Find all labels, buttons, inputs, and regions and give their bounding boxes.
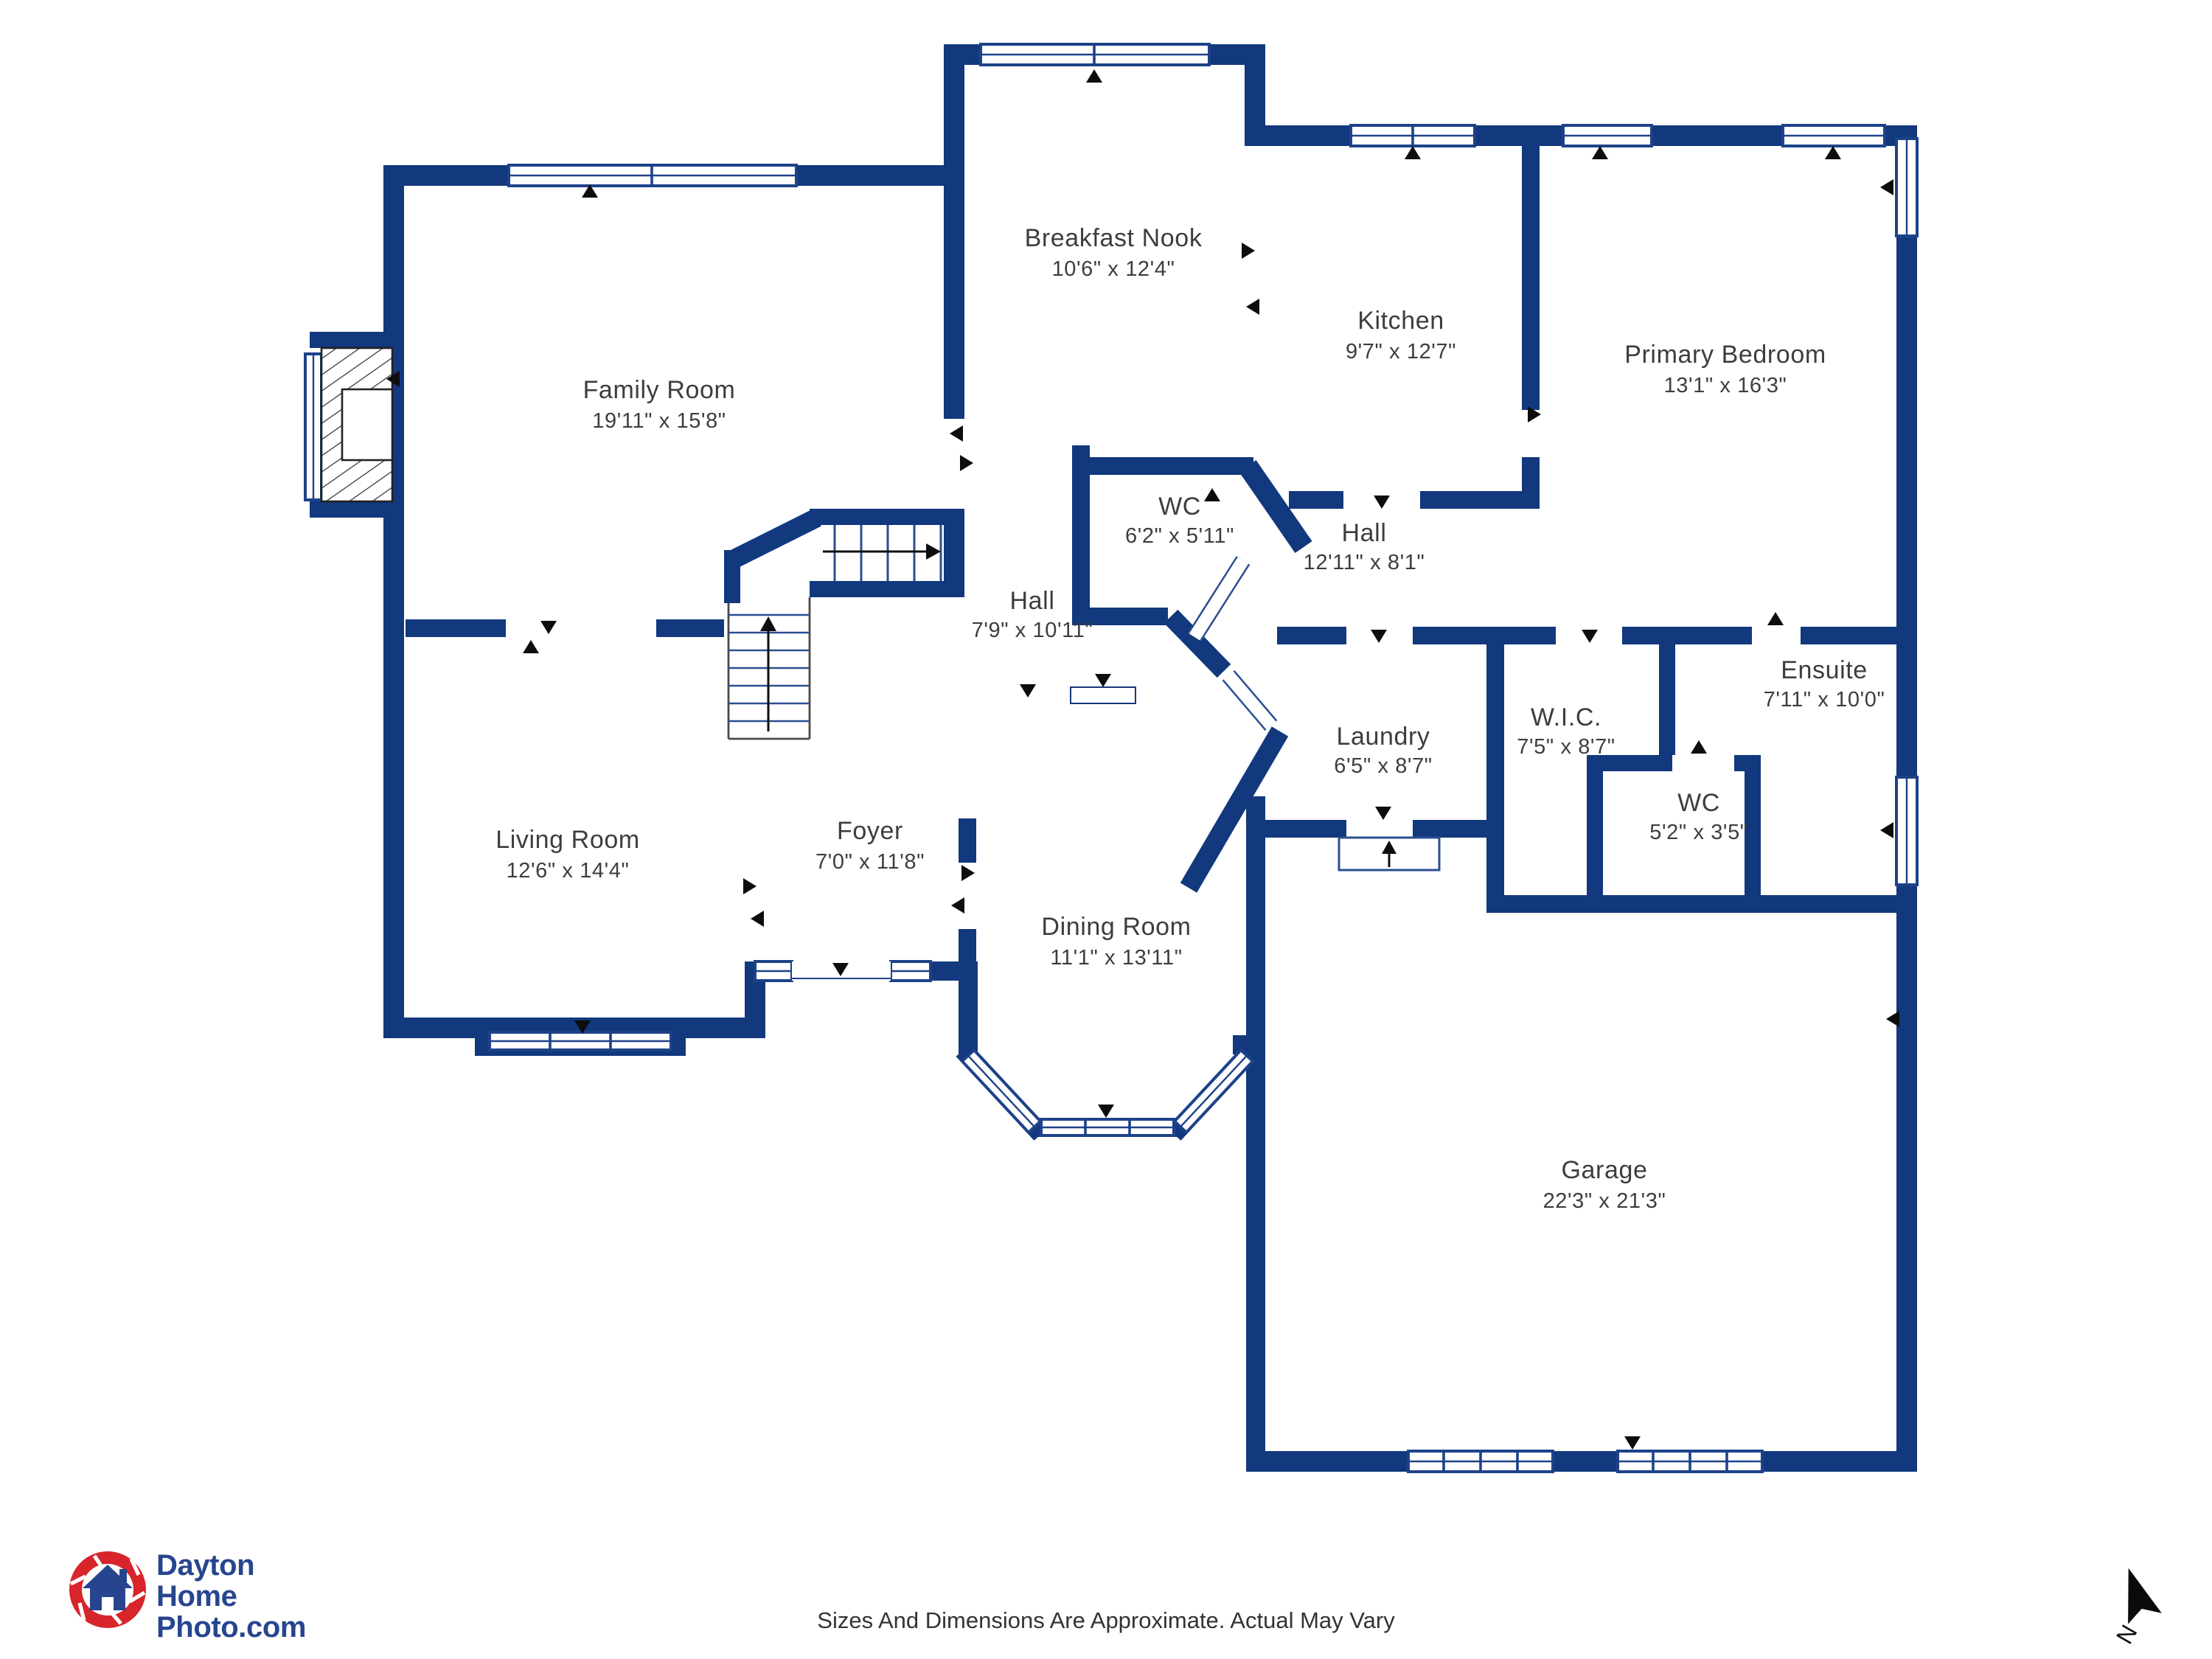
window-ensuite-right [1895,776,1919,886]
door-leaves [1070,556,1278,731]
room-dims: 10'6" x 12'4" [1052,257,1175,281]
logo-shutter-icon [69,1551,146,1628]
window-nook-top [979,43,1211,66]
garage-entry-landing [1338,836,1441,872]
room-name: Dining Room [1041,913,1191,941]
room-dims: 7'9" x 10'11" [972,619,1093,642]
window-garage-2 [1616,1450,1764,1473]
room-label-living-room: Living Room 12'6" x 14'4" [495,826,640,883]
window-kitchen-top [1349,124,1476,147]
room-label-garage: Garage 22'3" x 21'3" [1543,1156,1666,1213]
room-name: WC [1677,789,1720,817]
room-label-breakfast-nook: Breakfast Nook 10'6" x 12'4" [1025,224,1203,281]
room-dims: 7'11" x 10'0" [1764,688,1885,712]
window-garage-1 [1407,1450,1554,1473]
room-dims: 6'2" x 5'11" [1125,524,1234,548]
room-dims: 11'1" x 13'11" [1050,946,1182,970]
room-name: W.I.C. [1531,703,1601,731]
room-dims: 22'3" x 21'3" [1543,1189,1666,1213]
room-name: Family Room [583,376,736,404]
room-name: Living Room [495,826,640,854]
room-name: Garage [1561,1156,1647,1184]
window-foyer-sidelight-1 [754,960,793,982]
room-dims: 12'6" x 14'4" [507,859,630,883]
room-name: Breakfast Nook [1025,224,1203,252]
windows [304,43,1919,1473]
window-family-top [507,164,798,187]
window-primary-right [1895,137,1919,237]
logo-line-1: Dayton [156,1549,254,1582]
room-dims: 19'11" x 15'8" [592,409,726,433]
window-dining-bay-right [1172,1048,1255,1135]
logo-line-3: Photo.com [156,1611,306,1644]
room-dims: 9'7" x 12'7" [1346,340,1456,364]
disclaimer: Sizes And Dimensions Are Approximate. Ac… [817,1607,1395,1633]
room-name: Hall [1010,587,1055,615]
room-label-primary-bedroom: Primary Bedroom 13'1" x 16'3" [1624,341,1826,397]
room-name: WC [1158,493,1201,521]
room-name: Hall [1342,519,1387,547]
interior-walls [406,146,1917,961]
room-label-laundry: Laundry 6'5" x 8'7" [1334,723,1432,778]
window-dining-bay-center [1040,1118,1175,1137]
room-label-family-room: Family Room 19'11" x 15'8" [583,376,736,433]
room-dims: 7'0" x 11'8" [815,850,925,874]
room-label-ensuite: Ensuite 7'11" x 10'0" [1764,656,1885,712]
room-label-wic: W.I.C. 7'5" x 8'7" [1517,703,1615,759]
room-dims: 13'1" x 16'3" [1664,374,1787,397]
window-dining-bay-left [960,1048,1043,1135]
room-name: Primary Bedroom [1624,341,1826,369]
room-label-hall-main: Hall 12'11" x 8'1" [1304,519,1425,574]
room-name: Kitchen [1357,307,1444,335]
logo-line-2: Home [156,1580,237,1613]
room-labels: Breakfast Nook 10'6" x 12'4" Kitchen 9'7… [495,224,1885,1213]
room-label-wc-upper: WC 6'2" x 5'11" [1125,493,1234,548]
window-primary-top-2 [1781,124,1886,147]
window-foyer-sidelight-2 [889,960,932,982]
room-dims: 6'5" x 8'7" [1334,754,1432,778]
window-fireplace-side [304,352,323,501]
north-arrow: N [2111,1568,2162,1649]
room-dims: 5'2" x 3'5" [1649,821,1747,844]
room-label-dining-room: Dining Room 11'1" x 13'11" [1041,913,1191,970]
logo-house-icon [83,1565,133,1610]
logo: Dayton Home Photo.com [69,1549,306,1644]
room-label-kitchen: Kitchen 9'7" x 12'7" [1346,307,1456,364]
stairs [727,525,942,740]
room-label-wc-lower: WC 5'2" x 3'5" [1649,789,1747,844]
room-name: Ensuite [1781,656,1868,684]
room-name: Laundry [1336,723,1430,751]
room-dims: 7'5" x 8'7" [1517,735,1615,759]
fireplace [310,332,394,518]
north-label: N [2111,1620,2143,1648]
room-label-foyer: Foyer 7'0" x 11'8" [815,817,925,874]
window-living-bay [488,1031,672,1051]
room-label-hall-lower: Hall 7'9" x 10'11" [972,587,1093,642]
room-name: Foyer [837,817,903,845]
room-dims: 12'11" x 8'1" [1304,551,1425,574]
door-markers [386,69,1899,1450]
window-primary-top-1 [1562,124,1653,147]
